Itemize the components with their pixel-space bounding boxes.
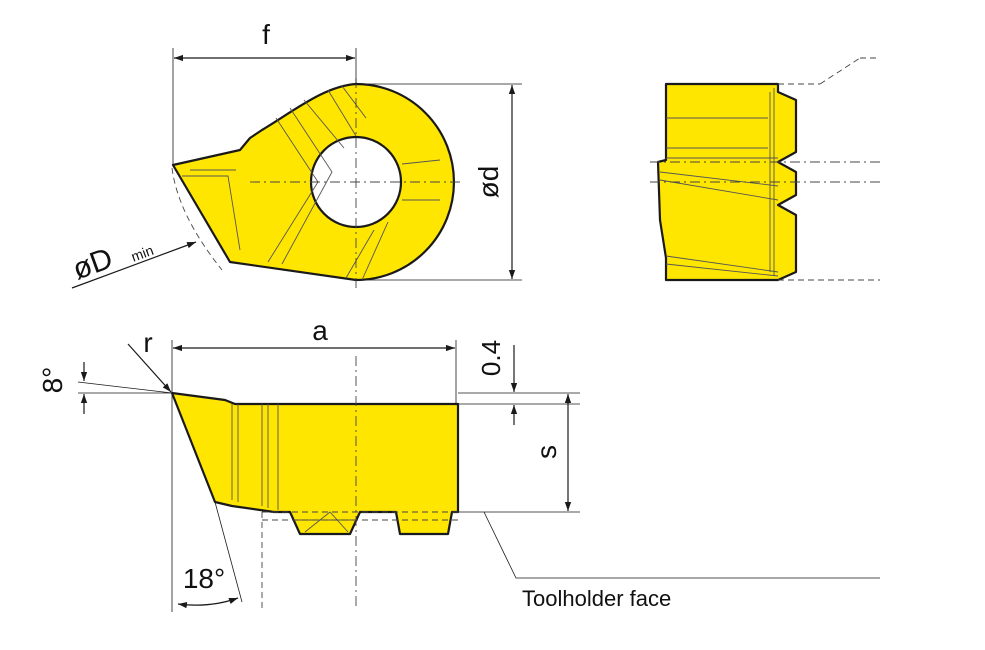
side-facets (659, 88, 779, 277)
side-view (650, 57, 880, 282)
insert-side-body (656, 82, 798, 282)
top-facets (182, 85, 441, 281)
top-view: f ød øD min (68, 19, 522, 290)
dim-r-label: r (143, 327, 152, 358)
dim-f-label: f (262, 19, 270, 50)
dim-18deg-label: 18° (183, 563, 225, 594)
dim-04-label: 0.4 (476, 340, 506, 376)
dim-oD-label: øD (68, 242, 117, 287)
dim-od-label: ød (473, 166, 504, 199)
dim-a-label: a (312, 315, 328, 346)
insert-front-body (170, 391, 460, 536)
dim-oD-min-label: min (129, 242, 156, 265)
front-view: a r 8° 0.4 s 18° Toolholder face (37, 315, 880, 612)
dim-8deg-label: 8° (37, 367, 68, 394)
toolholder-face-label: Toolholder face (522, 586, 671, 611)
dim-s-label: s (531, 445, 562, 459)
